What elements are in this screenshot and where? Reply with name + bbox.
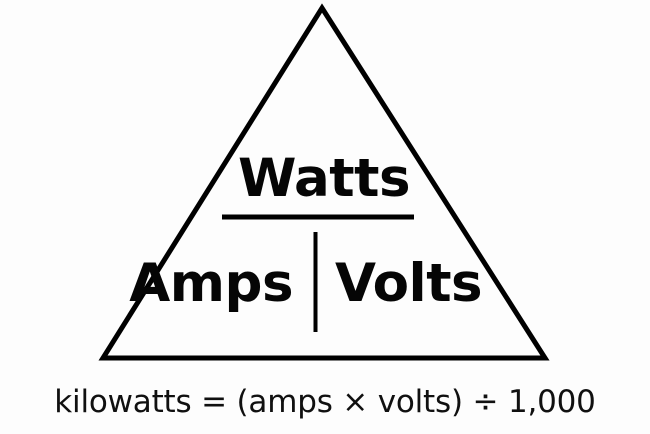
denominator-label-amps: Amps xyxy=(129,253,293,314)
triangle-outline xyxy=(98,3,550,361)
formula-caption: kilowatts = (amps × volts) ÷ 1,000 xyxy=(54,384,596,420)
denominator-label-volts: Volts xyxy=(335,253,483,314)
numerator-label-watts: Watts xyxy=(237,148,411,209)
